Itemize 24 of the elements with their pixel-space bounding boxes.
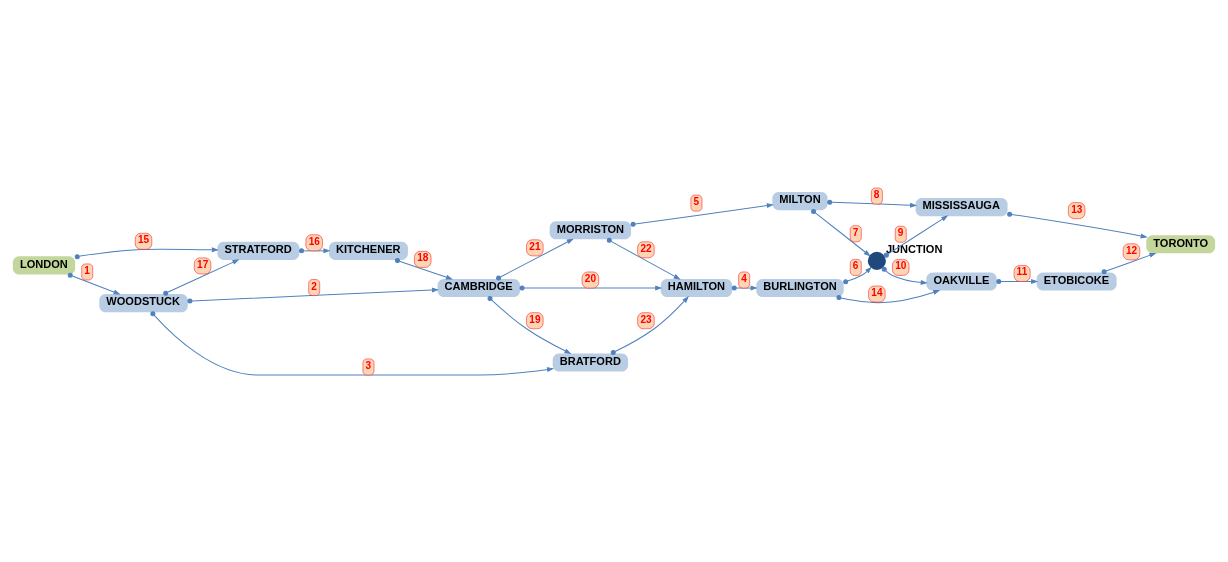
edge-label: 15 bbox=[138, 233, 150, 245]
edge-label: 1 bbox=[84, 264, 90, 276]
edge-label: 2 bbox=[311, 280, 317, 292]
edge-label: 9 bbox=[897, 226, 904, 238]
edge-label: 12 bbox=[1125, 244, 1138, 256]
edge-label: 7 bbox=[852, 226, 859, 238]
edge-label: 14 bbox=[871, 286, 883, 298]
edge-label: 18 bbox=[417, 251, 429, 263]
edge-label: 21 bbox=[529, 240, 541, 252]
edge-label: 17 bbox=[197, 258, 209, 270]
edge-label: 11 bbox=[1016, 265, 1028, 277]
edge-label: 19 bbox=[529, 313, 541, 325]
edge-label: 3 bbox=[365, 359, 372, 371]
edge-label: 23 bbox=[640, 313, 652, 325]
node-label: JUNCTION bbox=[885, 242, 943, 255]
edge-label: 10 bbox=[895, 259, 907, 271]
edge-label: 20 bbox=[584, 272, 597, 284]
edge-label: 6 bbox=[852, 259, 859, 271]
edge-label: 8 bbox=[873, 188, 880, 200]
edge-label: 16 bbox=[308, 235, 320, 247]
edge-label: 13 bbox=[1071, 203, 1083, 215]
edge-label: 5 bbox=[693, 195, 700, 207]
edge-label: 4 bbox=[741, 272, 747, 284]
edge-label: 22 bbox=[640, 242, 652, 254]
